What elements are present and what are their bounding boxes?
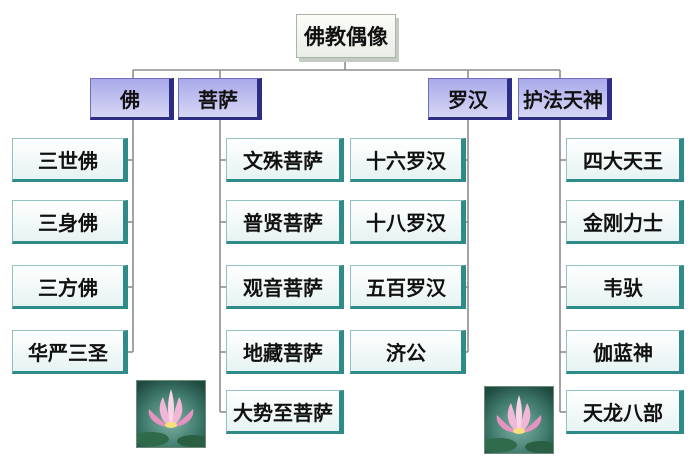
category-dharma-protectors: 护法天神 [518,78,612,120]
leaf-bodhisattva-3: 观音菩萨 [226,265,344,309]
leaf-bodhisattva-2: 普贤菩萨 [226,200,344,244]
leaf-protector-3: 韦驮 [566,265,684,309]
category-arhat: 罗汉 [428,78,512,120]
category-bodhisattva: 菩萨 [178,78,262,120]
category-buddha: 佛 [90,78,174,120]
leaf-protector-5: 天龙八部 [566,390,684,434]
lotus-icon [485,387,553,453]
lotus-icon [137,381,205,447]
leaf-protector-2: 金刚力士 [566,200,684,244]
leaf-bodhisattva-5: 大势至菩萨 [226,390,344,434]
leaf-arhat-2: 十八罗汉 [350,200,466,244]
lotus-flower-photo [484,386,554,454]
leaf-buddha-2: 三身佛 [12,200,128,244]
leaf-bodhisattva-4: 地藏菩萨 [226,330,344,374]
leaf-buddha-4: 华严三圣 [12,330,128,374]
lotus-flower-photo [136,380,206,448]
root-node: 佛教偶像 [296,14,396,58]
leaf-arhat-1: 十六罗汉 [350,138,466,182]
leaf-arhat-4: 济公 [350,330,466,374]
leaf-buddha-3: 三方佛 [12,265,128,309]
leaf-buddha-1: 三世佛 [12,138,128,182]
leaf-protector-1: 四大天王 [566,138,684,182]
leaf-bodhisattva-1: 文殊菩萨 [226,138,344,182]
leaf-arhat-3: 五百罗汉 [350,265,466,309]
leaf-protector-4: 伽蓝神 [566,330,684,374]
